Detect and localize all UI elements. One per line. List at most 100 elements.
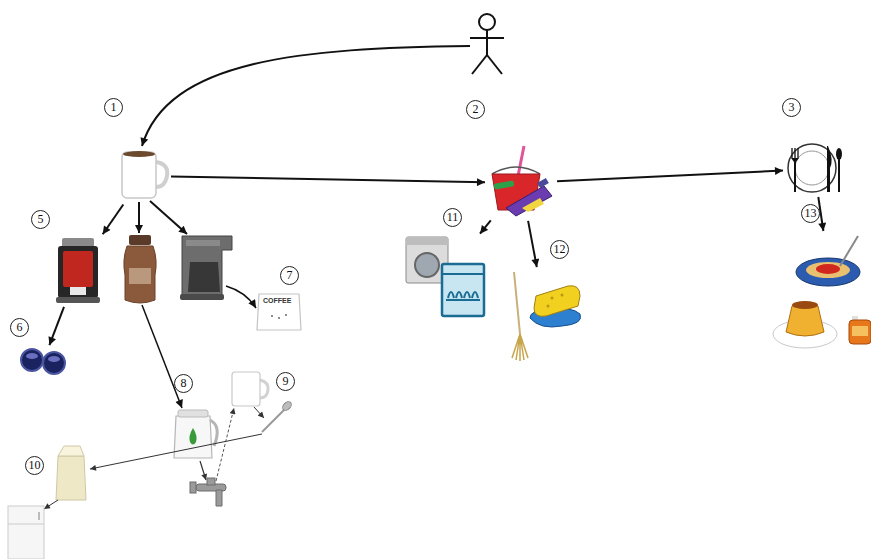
connector-line bbox=[142, 305, 182, 408]
callout-number: 12 bbox=[550, 240, 569, 259]
spaghetti-icon bbox=[796, 236, 860, 286]
cleaning-bucket-icon bbox=[492, 146, 552, 216]
capsules-icon bbox=[21, 349, 65, 374]
icon-node: 10 bbox=[55, 446, 87, 502]
kettle-icon-part bbox=[174, 416, 212, 458]
water-tap-icon-part bbox=[207, 478, 215, 485]
plate-cutlery-icon-part bbox=[795, 151, 829, 185]
connector-line bbox=[44, 500, 58, 509]
dishwasher-icon-part bbox=[446, 299, 480, 301]
connector-line bbox=[226, 286, 256, 308]
flow-arrow bbox=[528, 221, 537, 267]
icon-node: 9 bbox=[230, 372, 270, 408]
coffee-cup-icon-part bbox=[122, 152, 156, 198]
capsules-icon-part bbox=[21, 349, 43, 371]
coffee-bag-icon bbox=[257, 294, 301, 330]
capsules-icon-part bbox=[26, 353, 38, 359]
plate-cutlery-icon-part bbox=[838, 158, 840, 192]
callout-number: 7 bbox=[280, 266, 299, 285]
connector-line bbox=[90, 434, 262, 469]
washing-machine-icon-part bbox=[415, 253, 439, 277]
water-tap-icon-part bbox=[190, 482, 196, 493]
water-tap-icon bbox=[190, 478, 226, 506]
flow-arrow bbox=[557, 171, 783, 182]
callout-number: 8 bbox=[174, 374, 193, 393]
actor-arrow bbox=[142, 46, 470, 146]
flan-icon bbox=[773, 301, 837, 348]
icon-node: 1 bbox=[118, 150, 168, 202]
icon-node: 13 bbox=[795, 234, 861, 288]
coffee-bag-icon-part bbox=[257, 294, 301, 330]
drip-coffee-maker-icon-part bbox=[180, 294, 224, 300]
dishwasher-icon-part bbox=[442, 264, 484, 316]
callout-number: 2 bbox=[466, 100, 485, 119]
connector-line bbox=[216, 408, 234, 481]
sponge-icon-part bbox=[534, 286, 580, 317]
person-figure-part bbox=[472, 55, 487, 74]
dishwasher-icon-part bbox=[448, 292, 478, 298]
callout-number: 1 bbox=[104, 98, 123, 117]
dishwasher-icon-part bbox=[442, 273, 484, 275]
connector-line bbox=[200, 461, 206, 480]
person-figure-part bbox=[479, 14, 495, 30]
capsule-machine-icon-part bbox=[58, 246, 98, 298]
flow-arrow bbox=[818, 197, 823, 231]
person-figure-part bbox=[470, 37, 504, 39]
coffee-cup-icon bbox=[122, 151, 167, 198]
callout-number: 11 bbox=[443, 208, 462, 227]
icon-node: 11 bbox=[405, 236, 485, 318]
mop-icon-part bbox=[514, 272, 520, 334]
coffee-jar-icon-part bbox=[129, 235, 151, 245]
kettle-icon-part bbox=[189, 428, 196, 445]
capsules-icon-part bbox=[48, 356, 60, 362]
spoon-icon-part bbox=[262, 410, 284, 432]
mop-icon bbox=[512, 272, 528, 361]
kettle-icon-part bbox=[178, 410, 208, 417]
plate-cutlery-icon-part bbox=[792, 148, 798, 158]
spoon-icon bbox=[262, 400, 293, 432]
coffee-bag-icon-part bbox=[271, 315, 273, 317]
connector-line bbox=[138, 202, 140, 233]
milk-carton-icon bbox=[56, 446, 86, 500]
fridge-icon-part bbox=[8, 524, 44, 525]
icon-node: 6 bbox=[20, 348, 66, 376]
coffee-cup-icon-part bbox=[123, 151, 155, 157]
person-figure bbox=[470, 14, 504, 74]
dishwasher-icon bbox=[442, 264, 484, 316]
sponge-icon-part bbox=[547, 305, 550, 308]
callout-number: 6 bbox=[10, 318, 29, 337]
spaghetti-icon-part bbox=[840, 236, 858, 266]
coffee-cup-icon-part bbox=[156, 162, 167, 187]
mug-icon bbox=[232, 372, 268, 406]
flow-arrow bbox=[171, 177, 485, 183]
icon-node: 3 bbox=[786, 144, 842, 194]
cleaning-bucket-icon-part bbox=[522, 198, 544, 212]
mop-icon-part bbox=[512, 334, 528, 361]
spaghetti-icon-part bbox=[806, 262, 850, 278]
sponge-icon-part bbox=[551, 297, 554, 300]
flow-arrow bbox=[103, 205, 124, 235]
cleaning-bucket-icon-part bbox=[492, 167, 540, 174]
callout-number: 9 bbox=[276, 372, 295, 391]
spaghetti-icon-part bbox=[816, 264, 840, 274]
fridge-icon-part bbox=[8, 506, 44, 559]
cleaning-bucket-icon-part bbox=[494, 180, 515, 189]
callout-number: 5 bbox=[31, 210, 50, 229]
kettle-icon-part bbox=[210, 420, 217, 446]
washing-machine-icon-part bbox=[406, 237, 448, 245]
plate-cutlery-icon-part bbox=[791, 158, 799, 192]
person-figure-part bbox=[486, 30, 488, 55]
icon-node: 12 bbox=[510, 270, 582, 362]
cleaning-bucket-icon-part bbox=[537, 178, 549, 188]
plate-cutlery-icon bbox=[788, 144, 842, 192]
spoon-icon-part bbox=[281, 400, 293, 412]
sponge-icon-part bbox=[561, 294, 564, 297]
sauce-jar-icon bbox=[849, 316, 871, 344]
callout-number: 10 bbox=[25, 456, 44, 475]
drip-coffee-maker-icon-part bbox=[186, 240, 220, 246]
coffee-jar-icon-part bbox=[124, 246, 156, 303]
drip-coffee-maker-icon-part bbox=[182, 236, 232, 296]
